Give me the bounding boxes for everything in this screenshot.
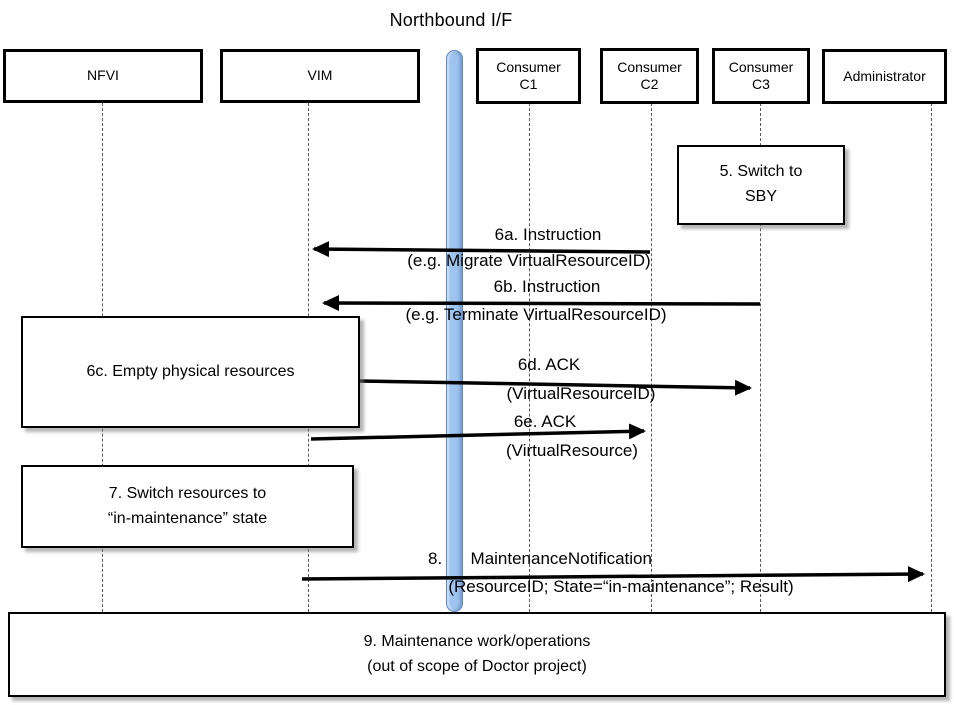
lifeline-consumer-c2 [651,103,652,612]
message-8-detail: (ResourceID; State=“in-maintenance”; Res… [448,577,794,596]
actor-label-line2: C2 [640,76,659,92]
actor-label: Consumer [496,58,561,75]
diagram-title: Northbound I/F [389,10,513,30]
step-text-line2: SBY [744,188,777,205]
message-6d-detail: (VirtualResourceID) [506,384,656,403]
step-text-line1: 9. Maintenance work/operations [363,632,591,650]
actor-box-consumer-c3: Consumer C3 [712,48,810,104]
actor-box-nfvi: NFVI [3,49,203,103]
actor-label: VIM [307,67,333,84]
step-box-9-maintenance-work: 9. Maintenance work/operations (out of s… [8,612,946,697]
actor-label: NFVI [87,67,119,84]
step-box-6c-empty-physical-resources: 6c. Empty physical resources [21,316,360,428]
step-box-7-switch-resources: 7. Switch resources to “in-maintenance” … [21,465,354,548]
step-text-line2: (out of scope of Doctor project) [367,657,587,675]
message-6b-title: 6b. Instruction [493,277,601,296]
message-6b-detail: (e.g. Terminate VirtualResourceID) [405,305,667,324]
step-box-5-switch-to-sby: 5. Switch to SBY [677,145,845,225]
lifeline-administrator [931,103,932,612]
message-6e-title: 6e. ACK [513,412,577,431]
message-6e-detail: (VirtualResource) [506,441,638,460]
step-text-line1: 7. Switch resources to [108,484,267,502]
lifeline-consumer-c1 [529,103,530,612]
message-6a-detail: (e.g. Migrate VirtualResourceID) [407,251,651,270]
actor-label: Consumer [728,58,794,75]
step-text-line1: 5. Switch to [719,163,803,181]
step-text-line1: 6c. Empty physical resources [86,362,295,380]
actor-label-line2: C3 [752,76,770,92]
actor-label-line2: C1 [519,76,538,92]
message-6a-title: 6a. Instruction [494,225,602,244]
lifeline-consumer-c3 [760,103,761,612]
actor-box-consumer-c1: Consumer C1 [476,48,581,104]
arrow-6e-ack [310,423,646,441]
actor-box-vim: VIM [220,49,420,103]
step-text-line2: “in-maintenance” state [107,509,268,527]
actor-label: Consumer [617,58,682,75]
message-6d-title: 6d. ACK [517,355,581,374]
arrow-6b-instruction [322,295,761,312]
actor-box-consumer-c2: Consumer C2 [600,48,699,104]
actor-label: Administrator [843,67,926,84]
message-8-title: 8. MaintenanceNotification [428,549,652,568]
actor-box-administrator: Administrator [822,49,947,104]
northbound-if-bar [446,50,463,612]
